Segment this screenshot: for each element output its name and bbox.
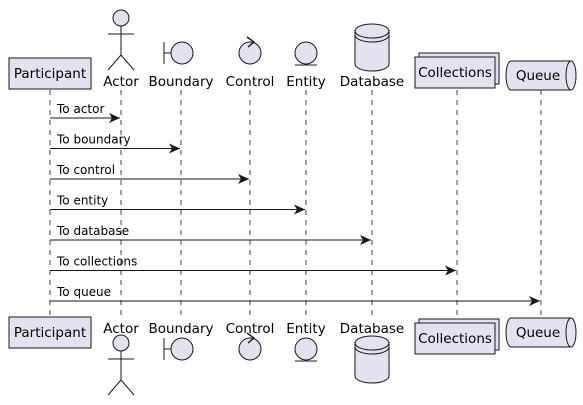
entity-icon <box>294 41 318 66</box>
queue-bottom: Queue <box>505 317 577 348</box>
entity-top: Entity <box>286 41 326 90</box>
participant-top: Participant <box>8 57 92 90</box>
boundary-icon <box>163 337 194 361</box>
actor-label: Actor <box>103 74 139 90</box>
database-top: Database <box>340 23 404 90</box>
entity-label: Entity <box>286 321 325 337</box>
participant-box <box>8 57 92 90</box>
participant-bottom: Participant <box>8 316 92 349</box>
stacked-boxes-icon <box>414 52 500 89</box>
control-icon <box>238 36 262 65</box>
boundary-bottom: Boundary <box>148 321 214 361</box>
database-bottom: Database <box>340 321 404 384</box>
boundary-top: Boundary <box>148 41 214 90</box>
database-label: Database <box>340 321 404 337</box>
boundary-label: Boundary <box>148 74 213 90</box>
actor-bottom: Actor <box>103 321 139 396</box>
message-label-control: To control <box>56 163 115 177</box>
database-label: Database <box>340 74 404 90</box>
collections-label: Collections <box>418 331 492 347</box>
participant-label: Participant <box>14 66 86 82</box>
database-cylinder-icon <box>354 23 390 72</box>
message-label-collections: To collections <box>56 255 137 269</box>
stick-figure-icon <box>107 9 135 71</box>
control-label: Control <box>226 74 275 90</box>
stick-figure-icon <box>107 334 135 396</box>
queue-label: Queue <box>516 68 560 84</box>
control-bottom: Control <box>226 321 275 361</box>
collections-label: Collections <box>418 65 492 81</box>
message-label-actor: To actor <box>56 102 104 116</box>
collections-bottom: Collections <box>414 318 500 355</box>
control-icon <box>238 332 262 361</box>
entity-icon <box>294 337 318 362</box>
message-label-entity: To entity <box>56 194 108 208</box>
message-label-boundary: To boundary <box>56 133 131 147</box>
database-cylinder-icon <box>354 335 390 384</box>
queue-label: Queue <box>516 325 560 341</box>
boundary-label: Boundary <box>148 321 213 337</box>
queue-cylinder-icon <box>505 317 577 348</box>
boundary-icon <box>163 41 194 65</box>
queue-top: Queue <box>505 60 577 91</box>
collections-top: Collections <box>414 52 500 89</box>
participant-box <box>8 316 92 349</box>
message-label-database: To database <box>56 224 129 238</box>
message-label-queue: To queue <box>56 285 111 299</box>
participant-label: Participant <box>14 325 86 341</box>
queue-cylinder-icon <box>505 60 577 91</box>
control-top: Control <box>226 36 275 90</box>
control-label: Control <box>226 321 275 337</box>
actor-label: Actor <box>103 321 139 337</box>
actor-top: Actor <box>103 9 139 90</box>
stacked-boxes-icon <box>414 318 500 355</box>
entity-bottom: Entity <box>286 321 326 362</box>
entity-label: Entity <box>286 74 325 90</box>
